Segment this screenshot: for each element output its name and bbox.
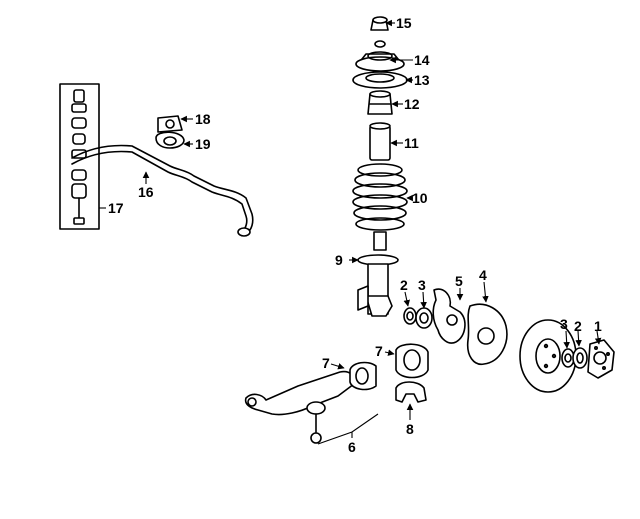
stabilizer-bar [71,144,254,237]
steering-knuckle [432,288,466,344]
callout-11: 11 [404,135,419,151]
ball-joint [306,401,326,444]
callout-1: 1 [594,318,602,334]
coil-spring [352,163,408,231]
lower-control-arm [244,370,356,416]
callout-2: 2 [400,277,408,293]
callout-3: 3 [418,277,426,293]
strut-assembly [357,231,399,317]
callout-19: 19 [195,136,211,152]
callout-9: 9 [335,252,343,268]
stabilizer-link-kit [59,83,100,230]
rear-bushing [395,343,429,379]
stabilizer-bushing [157,115,183,133]
callout-4: 4 [479,267,487,283]
callout-3: 3 [560,316,568,332]
callout-5: 5 [455,273,463,289]
callout-15: 15 [396,15,412,31]
callout-10: 10 [412,190,428,206]
callout-16: 16 [138,184,154,200]
wheel-hub [587,339,615,379]
callout-labels: 1 2 2 3 3 4 5 6 7 7 8 9 10 11 12 13 14 1… [108,15,602,455]
callout-7: 7 [375,343,383,359]
strut-mount [355,40,405,72]
callout-12: 12 [404,96,420,112]
hub-seal-right [572,347,588,369]
bushing-bracket [395,381,427,403]
callout-6: 6 [348,439,356,455]
callout-7: 7 [322,355,330,371]
wheel-bearing-left [415,307,433,329]
leader-lines [99,19,602,445]
hub-seal-left [403,307,417,325]
control-arm-bushing [349,361,377,391]
stabilizer-bracket [155,131,185,149]
bump-stop [367,90,393,115]
callout-2: 2 [574,318,582,334]
splash-shield [466,303,508,365]
callout-8: 8 [406,421,414,437]
dust-boot [369,122,391,161]
callout-14: 14 [414,52,430,68]
bearing-plate [352,71,408,89]
callout-13: 13 [414,72,430,88]
callout-18: 18 [195,111,211,127]
callout-17: 17 [108,200,124,216]
mount-cap [370,16,389,31]
